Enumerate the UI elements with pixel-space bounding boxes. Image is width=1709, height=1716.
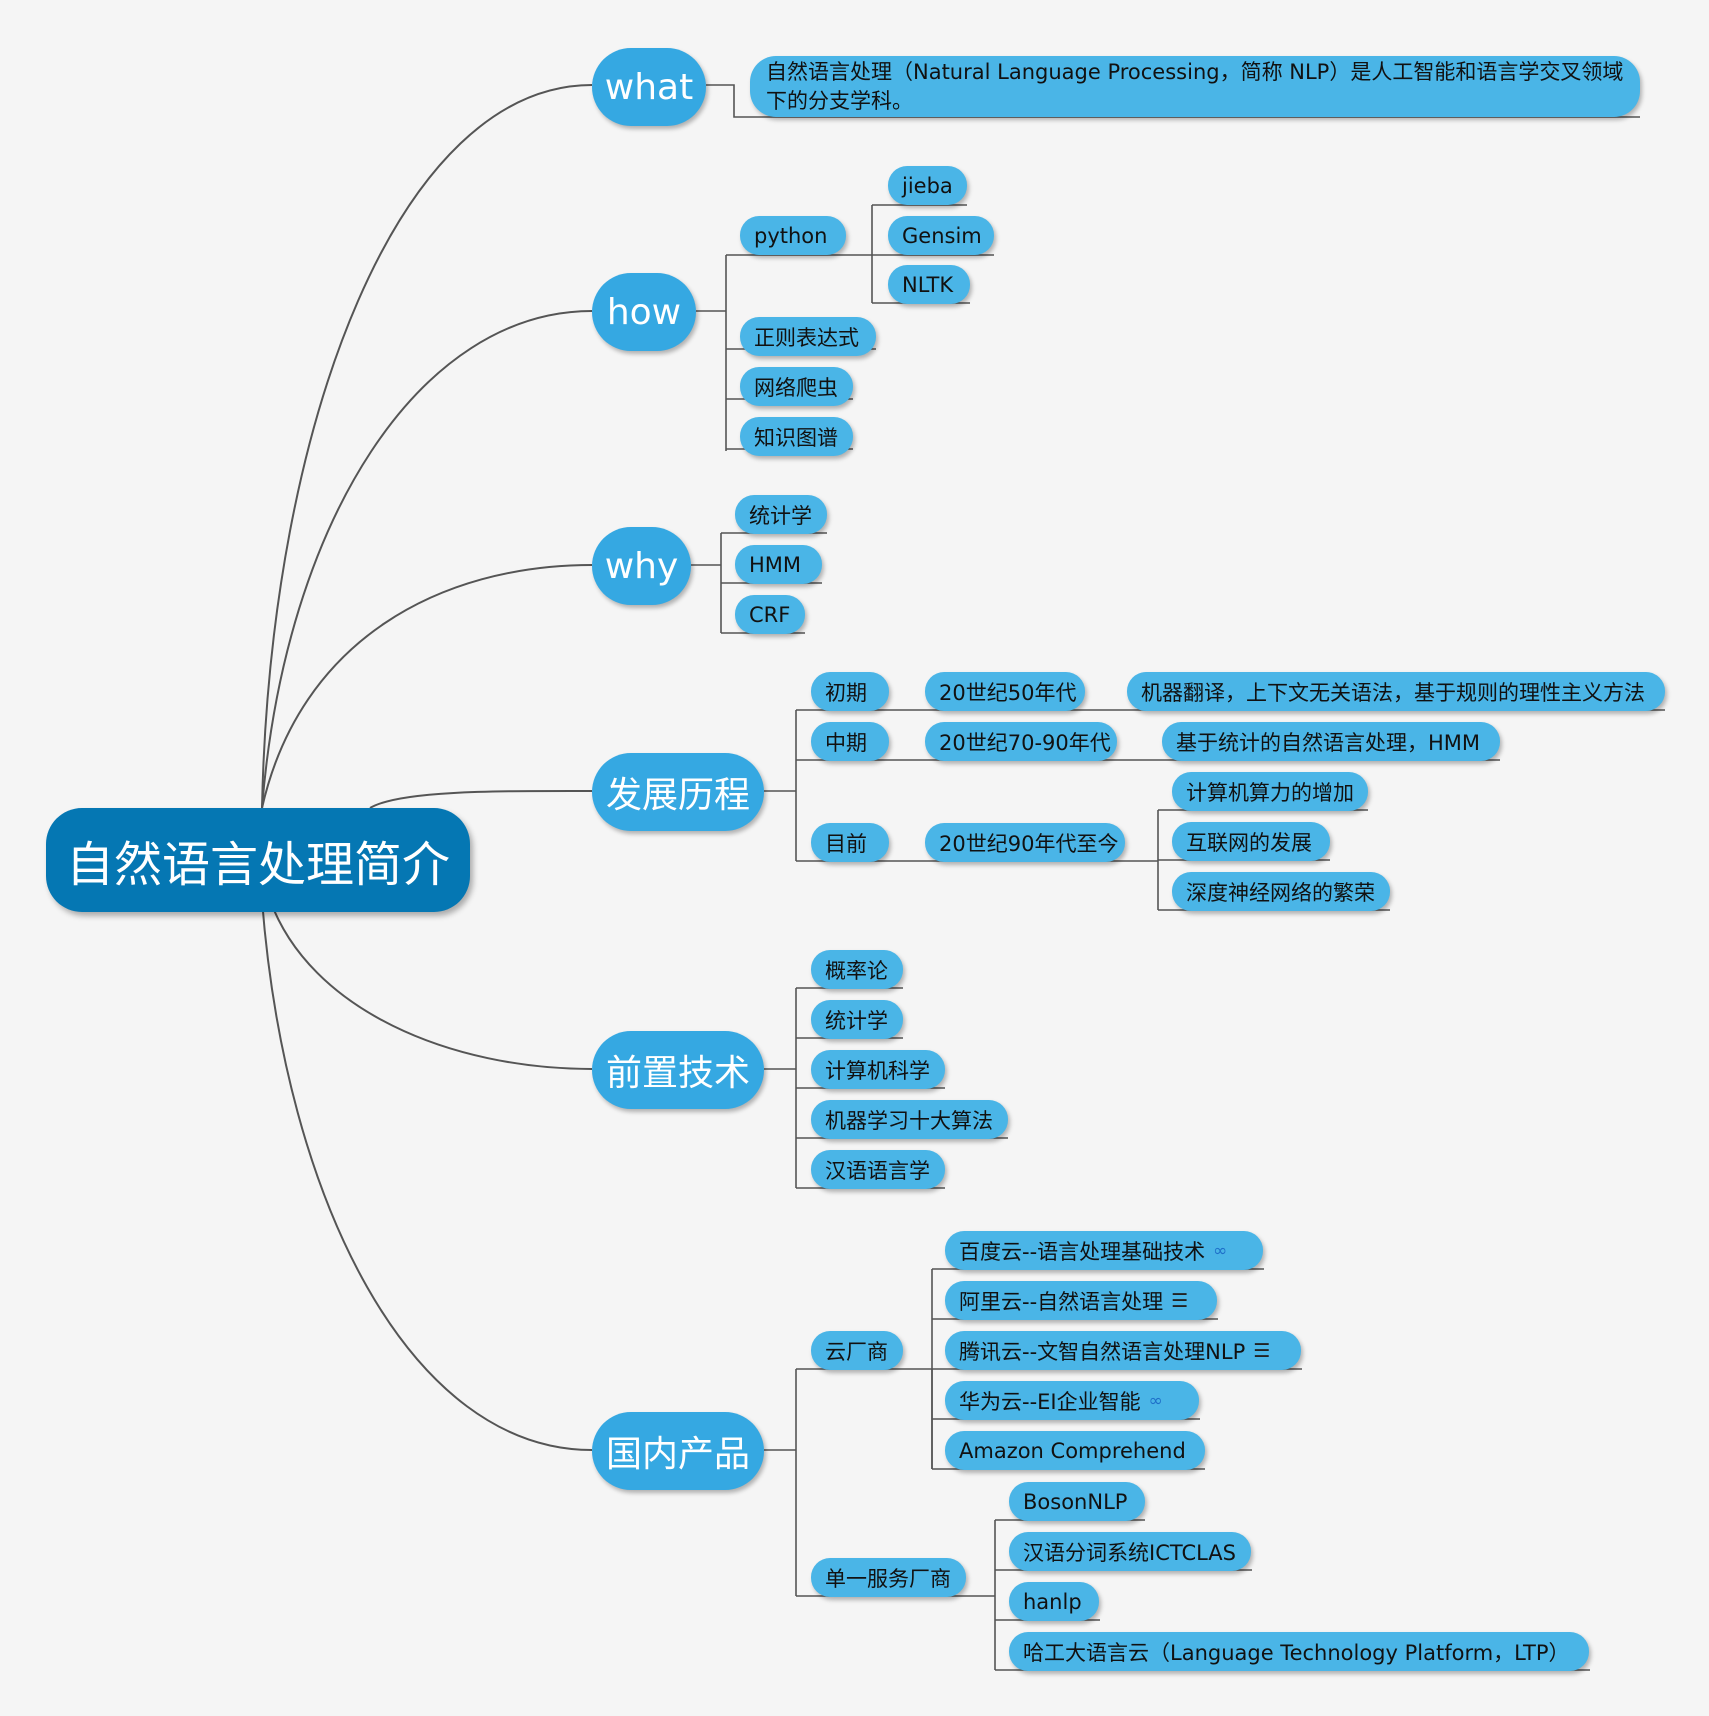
cloud-item-amazon[interactable]: Amazon Comprehend <box>945 1431 1205 1470</box>
what-description[interactable]: 自然语言处理（Natural Language Processing，简称 NL… <box>750 56 1640 117</box>
single-item-ictclas[interactable]: 汉语分词系统ICTCLAS <box>1009 1532 1251 1571</box>
root-node[interactable]: 自然语言处理简介 <box>46 808 470 912</box>
prereq-item-chinese-linguistics[interactable]: 汉语语言学 <box>811 1150 945 1189</box>
why-item-statistics[interactable]: 统计学 <box>735 495 827 534</box>
edge-root-products <box>261 899 593 1451</box>
history-early[interactable]: 初期 <box>811 672 889 711</box>
cloud-item-tencent[interactable]: 腾讯云--文智自然语言处理NLP ☰ <box>945 1331 1301 1370</box>
cloud-item-aliyun[interactable]: 阿里云--自然语言处理 ☰ <box>945 1281 1217 1320</box>
single-item-hanlp[interactable]: hanlp <box>1009 1582 1099 1621</box>
history-middle-detail[interactable]: 基于统计的自然语言处理，HMM <box>1162 722 1500 761</box>
single-item-ltp[interactable]: 哈工大语言云（Language Technology Platform，LTP） <box>1009 1632 1589 1671</box>
edge-root-what <box>261 84 593 809</box>
history-middle-period[interactable]: 20世纪70-90年代 <box>925 722 1117 761</box>
prereq-item-probability[interactable]: 概率论 <box>811 950 903 989</box>
note-icon[interactable]: ☰ <box>1253 1339 1271 1362</box>
history-current-detail-compute[interactable]: 计算机算力的增加 <box>1172 772 1368 811</box>
python-lib-gensim[interactable]: Gensim <box>888 216 994 255</box>
products-cloud[interactable]: 云厂商 <box>811 1331 903 1370</box>
link-icon[interactable]: ∞ <box>1213 1240 1228 1261</box>
history-middle[interactable]: 中期 <box>811 722 889 761</box>
how-item-crawler[interactable]: 网络爬虫 <box>740 367 853 406</box>
cloud-item-huawei[interactable]: 华为云--EI企业智能 ∞ <box>945 1381 1199 1420</box>
history-current-period[interactable]: 20世纪90年代至今 <box>925 823 1125 862</box>
prereq-item-ml-algorithms[interactable]: 机器学习十大算法 <box>811 1100 1008 1139</box>
how-python[interactable]: python <box>740 216 846 255</box>
cloud-item-label: 腾讯云--文智自然语言处理NLP <box>959 1339 1246 1364</box>
branch-what[interactable]: what <box>592 48 706 126</box>
single-item-bosonnlp[interactable]: BosonNLP <box>1009 1482 1145 1521</box>
history-current[interactable]: 目前 <box>811 823 889 862</box>
how-item-knowledge-graph[interactable]: 知识图谱 <box>740 417 853 456</box>
cloud-item-baidu[interactable]: 百度云--语言处理基础技术 ∞ <box>945 1231 1263 1270</box>
edge-root-prereq <box>269 899 593 1070</box>
cloud-item-label: 华为云--EI企业智能 <box>959 1389 1141 1414</box>
cloud-item-label: 阿里云--自然语言处理 <box>959 1289 1164 1314</box>
history-early-period[interactable]: 20世纪50年代 <box>925 672 1085 711</box>
edge-root-how <box>261 310 593 809</box>
branch-prereq[interactable]: 前置技术 <box>592 1031 764 1109</box>
why-item-hmm[interactable]: HMM <box>735 545 822 584</box>
history-current-detail-internet[interactable]: 互联网的发展 <box>1172 822 1330 861</box>
why-item-crf[interactable]: CRF <box>735 595 805 634</box>
prereq-item-statistics[interactable]: 统计学 <box>811 1000 903 1039</box>
cloud-item-label: 百度云--语言处理基础技术 <box>959 1239 1206 1264</box>
branch-history[interactable]: 发展历程 <box>592 753 764 831</box>
edge-root-history <box>369 789 593 809</box>
how-item-regex[interactable]: 正则表达式 <box>740 317 876 356</box>
link-icon[interactable]: ∞ <box>1148 1390 1163 1411</box>
note-icon[interactable]: ☰ <box>1171 1289 1189 1312</box>
branch-how[interactable]: how <box>592 273 696 351</box>
edge-root-why <box>261 564 593 809</box>
history-early-detail[interactable]: 机器翻译，上下文无关语法，基于规则的理性主义方法 <box>1127 672 1665 711</box>
python-lib-jieba[interactable]: jieba <box>888 166 967 205</box>
history-current-detail-dnn[interactable]: 深度神经网络的繁荣 <box>1172 872 1390 911</box>
python-lib-nltk[interactable]: NLTK <box>888 265 970 304</box>
branch-why[interactable]: why <box>592 527 691 605</box>
prereq-item-cs[interactable]: 计算机科学 <box>811 1050 945 1089</box>
branch-products[interactable]: 国内产品 <box>592 1412 764 1490</box>
products-single[interactable]: 单一服务厂商 <box>811 1558 966 1597</box>
